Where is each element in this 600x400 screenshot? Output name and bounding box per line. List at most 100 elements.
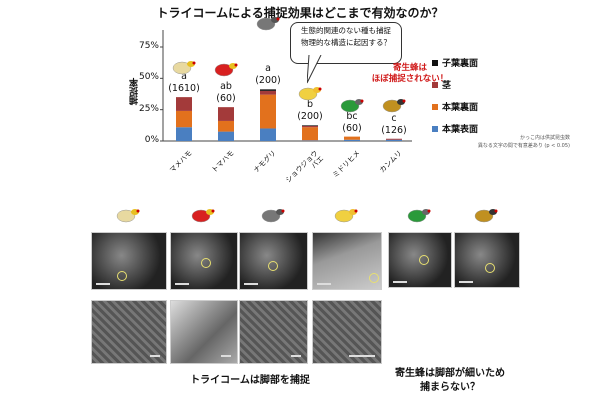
highlight-circle [369,273,379,283]
highlight-circle [419,255,429,265]
legend-item: 本葉表面 [432,122,478,135]
legend-swatch [432,103,438,110]
bar-segment [176,110,192,128]
bar-segment [344,136,360,140]
insect-illustration [405,205,433,229]
legend-swatch [432,59,438,66]
scale-bar [221,355,231,357]
bar-segment [218,107,234,121]
footnote-line: かっこ内は供試昆虫数 [519,135,570,141]
scale-bar [459,281,473,283]
bubble-tail [307,55,322,84]
bar-segment [302,140,318,141]
significance-letter: a [181,71,187,83]
bar-segment [260,90,276,95]
sem-photo-closeup [91,300,167,364]
scale-bar [175,283,189,285]
scale-bar [291,355,301,357]
bubble-line: 物理的な構造に起因する？ [301,38,391,47]
insect-illustration [212,60,240,78]
sem-photo-closeup [170,300,238,364]
y-tick-label: 50% [138,72,159,83]
parasitoid-note: 寄生蜂は ほぼ捕捉されない！ [360,63,460,85]
footnote-line: 異なる文字の間で有意差あり (p < 0.05) [477,143,570,149]
significance-letter: c [391,112,397,124]
legend-label: 子葉裏面 [442,59,479,69]
scale-bar [349,355,375,357]
significance-letter: bc [346,110,358,122]
bar-segment [344,139,360,141]
chart-title: トライコームによる捕捉効果はどこまで有効なのか？ [156,6,444,20]
y-tick-label: 0% [144,135,159,145]
insect-illustration [332,205,360,229]
caption-line: 捕まらない？ [420,382,480,393]
sem-photo-closeup [312,300,382,364]
footnote: かっこ内は供試昆虫数 異なる文字の間で有意差あり (p < 0.05) [400,134,570,150]
sem-photo-leg [91,232,167,290]
insect-illustration [114,205,142,229]
caption-line: 寄生蜂は脚部が細いため [395,368,505,379]
bar-segment [260,128,276,141]
legend-item: 本葉裏面 [432,100,478,113]
scale-bar [317,283,331,285]
highlight-circle [268,261,278,271]
bubble-line: 生態的関連のない種も捕捉 [301,26,391,35]
scale-bar [393,281,407,283]
sem-photo-leg [312,232,382,290]
bar-segment [176,97,192,111]
sample-size: (60) [216,93,236,105]
bar-segment [302,125,318,128]
significance-letter: a [265,63,271,75]
insect-illustration [472,205,500,229]
highlight-circle [117,271,127,281]
significance-letter: b [306,99,314,111]
insect-illustration [189,205,217,229]
insect-illustration [254,14,282,32]
sample-size: (126) [381,124,407,136]
significance-letter: ab [220,81,232,93]
y-tick-label: 75% [138,41,159,51]
sem-photo-leg [239,232,308,290]
note-line: 寄生蜂は [392,63,427,73]
bar-segment [176,127,192,141]
bar-segment [218,120,234,132]
legend-item: 茎 [432,78,451,91]
sample-size: (200) [255,75,281,87]
bar-segment [260,94,276,129]
scale-bar [244,283,258,285]
sample-size: (60) [342,122,362,134]
note-line: ほぼ捕捉されない！ [371,74,449,84]
sample-size: (200) [297,111,323,123]
insect-illustration [296,84,324,102]
legend-swatch [432,125,438,132]
insect-illustration [259,205,287,229]
bar-segment [386,139,402,141]
highlight-circle [485,263,495,273]
sem-photo-leg [170,232,238,290]
bar-segment [218,131,234,141]
legend-item: 子葉裏面 [432,56,478,69]
sem-photo-leg [388,232,452,288]
caption-left: トライコームは脚部を捕捉 [190,375,310,386]
caption-right: 寄生蜂は脚部が細いため 捕まらない？ [375,367,525,395]
bar-segment [260,89,276,91]
legend-swatch [432,81,438,88]
legend-label: 茎 [442,81,452,91]
legend-label: 本葉表面 [442,125,479,135]
sem-photo-closeup [239,300,308,364]
scale-bar [150,355,160,357]
highlight-circle [201,258,211,268]
bar-chart [160,30,412,142]
bar-segment [386,138,402,140]
scale-bar [96,283,110,285]
speech-bubble: 生態的関連のない種も捕捉 物理的な構造に起因する？ [290,22,402,64]
bar-segment [302,127,318,141]
sem-photo-leg [454,232,520,288]
insect-illustration [380,96,408,114]
insect-illustration [170,58,198,76]
legend-label: 本葉裏面 [442,103,479,113]
bar-segment [302,125,318,126]
y-tick-label: 25% [138,103,159,114]
sample-size: (1610) [168,83,200,95]
